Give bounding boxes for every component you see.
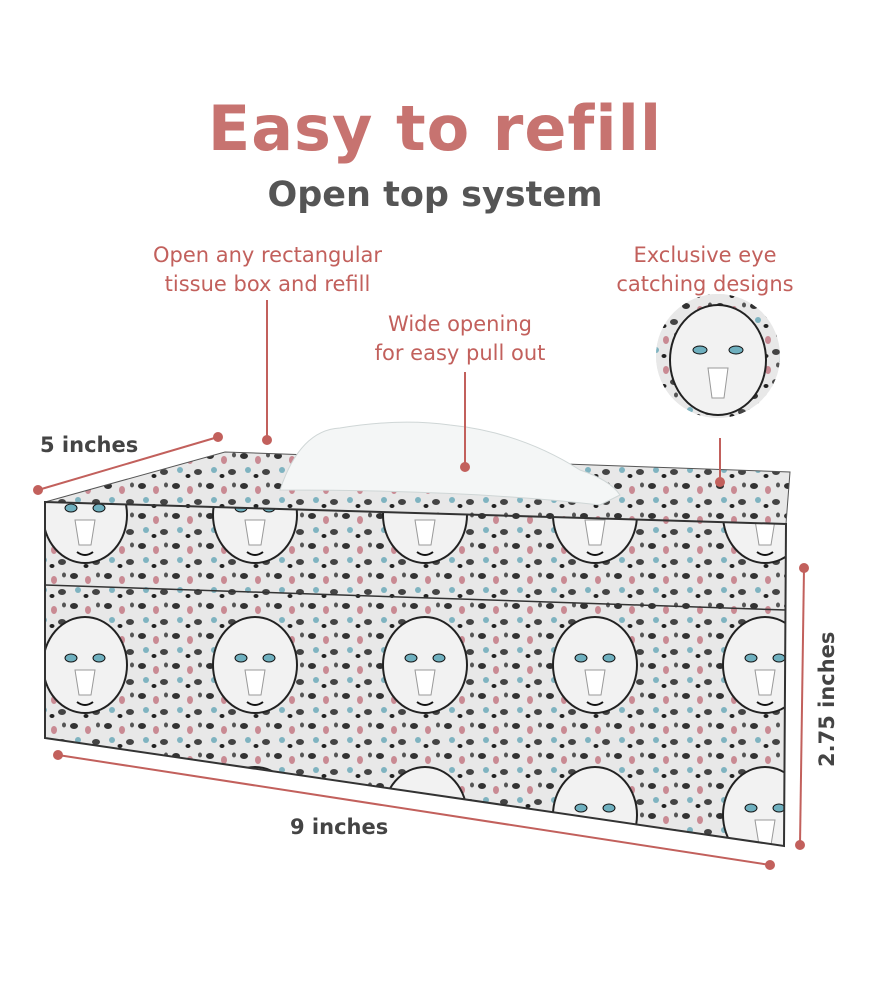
dimension-length: 9 inches — [290, 815, 389, 839]
page-subtitle: Open top system — [267, 175, 603, 215]
box-front-face — [44, 500, 788, 848]
callout-opening: Wide opening for easy pull out — [345, 310, 575, 368]
design-swatch — [656, 294, 780, 418]
callout-designs-line1: Exclusive eye — [633, 243, 777, 267]
callout-refill-line1: Open any rectangular — [152, 243, 383, 267]
callout-designs: Exclusive eye catching designs — [590, 241, 820, 299]
callout-opening-line1: Wide opening — [388, 312, 532, 336]
page-title: Easy to refill — [207, 92, 663, 165]
dimension-depth: 5 inches — [40, 433, 139, 457]
callout-designs-line2: catching designs — [616, 272, 794, 296]
tissue — [279, 421, 621, 506]
callout-refill: Open any rectangular tissue box and refi… — [120, 241, 415, 299]
callout-refill-line2: tissue box and refill — [164, 272, 371, 296]
dimension-height: 2.75 inches — [815, 631, 839, 767]
callout-opening-line2: for easy pull out — [374, 341, 546, 365]
